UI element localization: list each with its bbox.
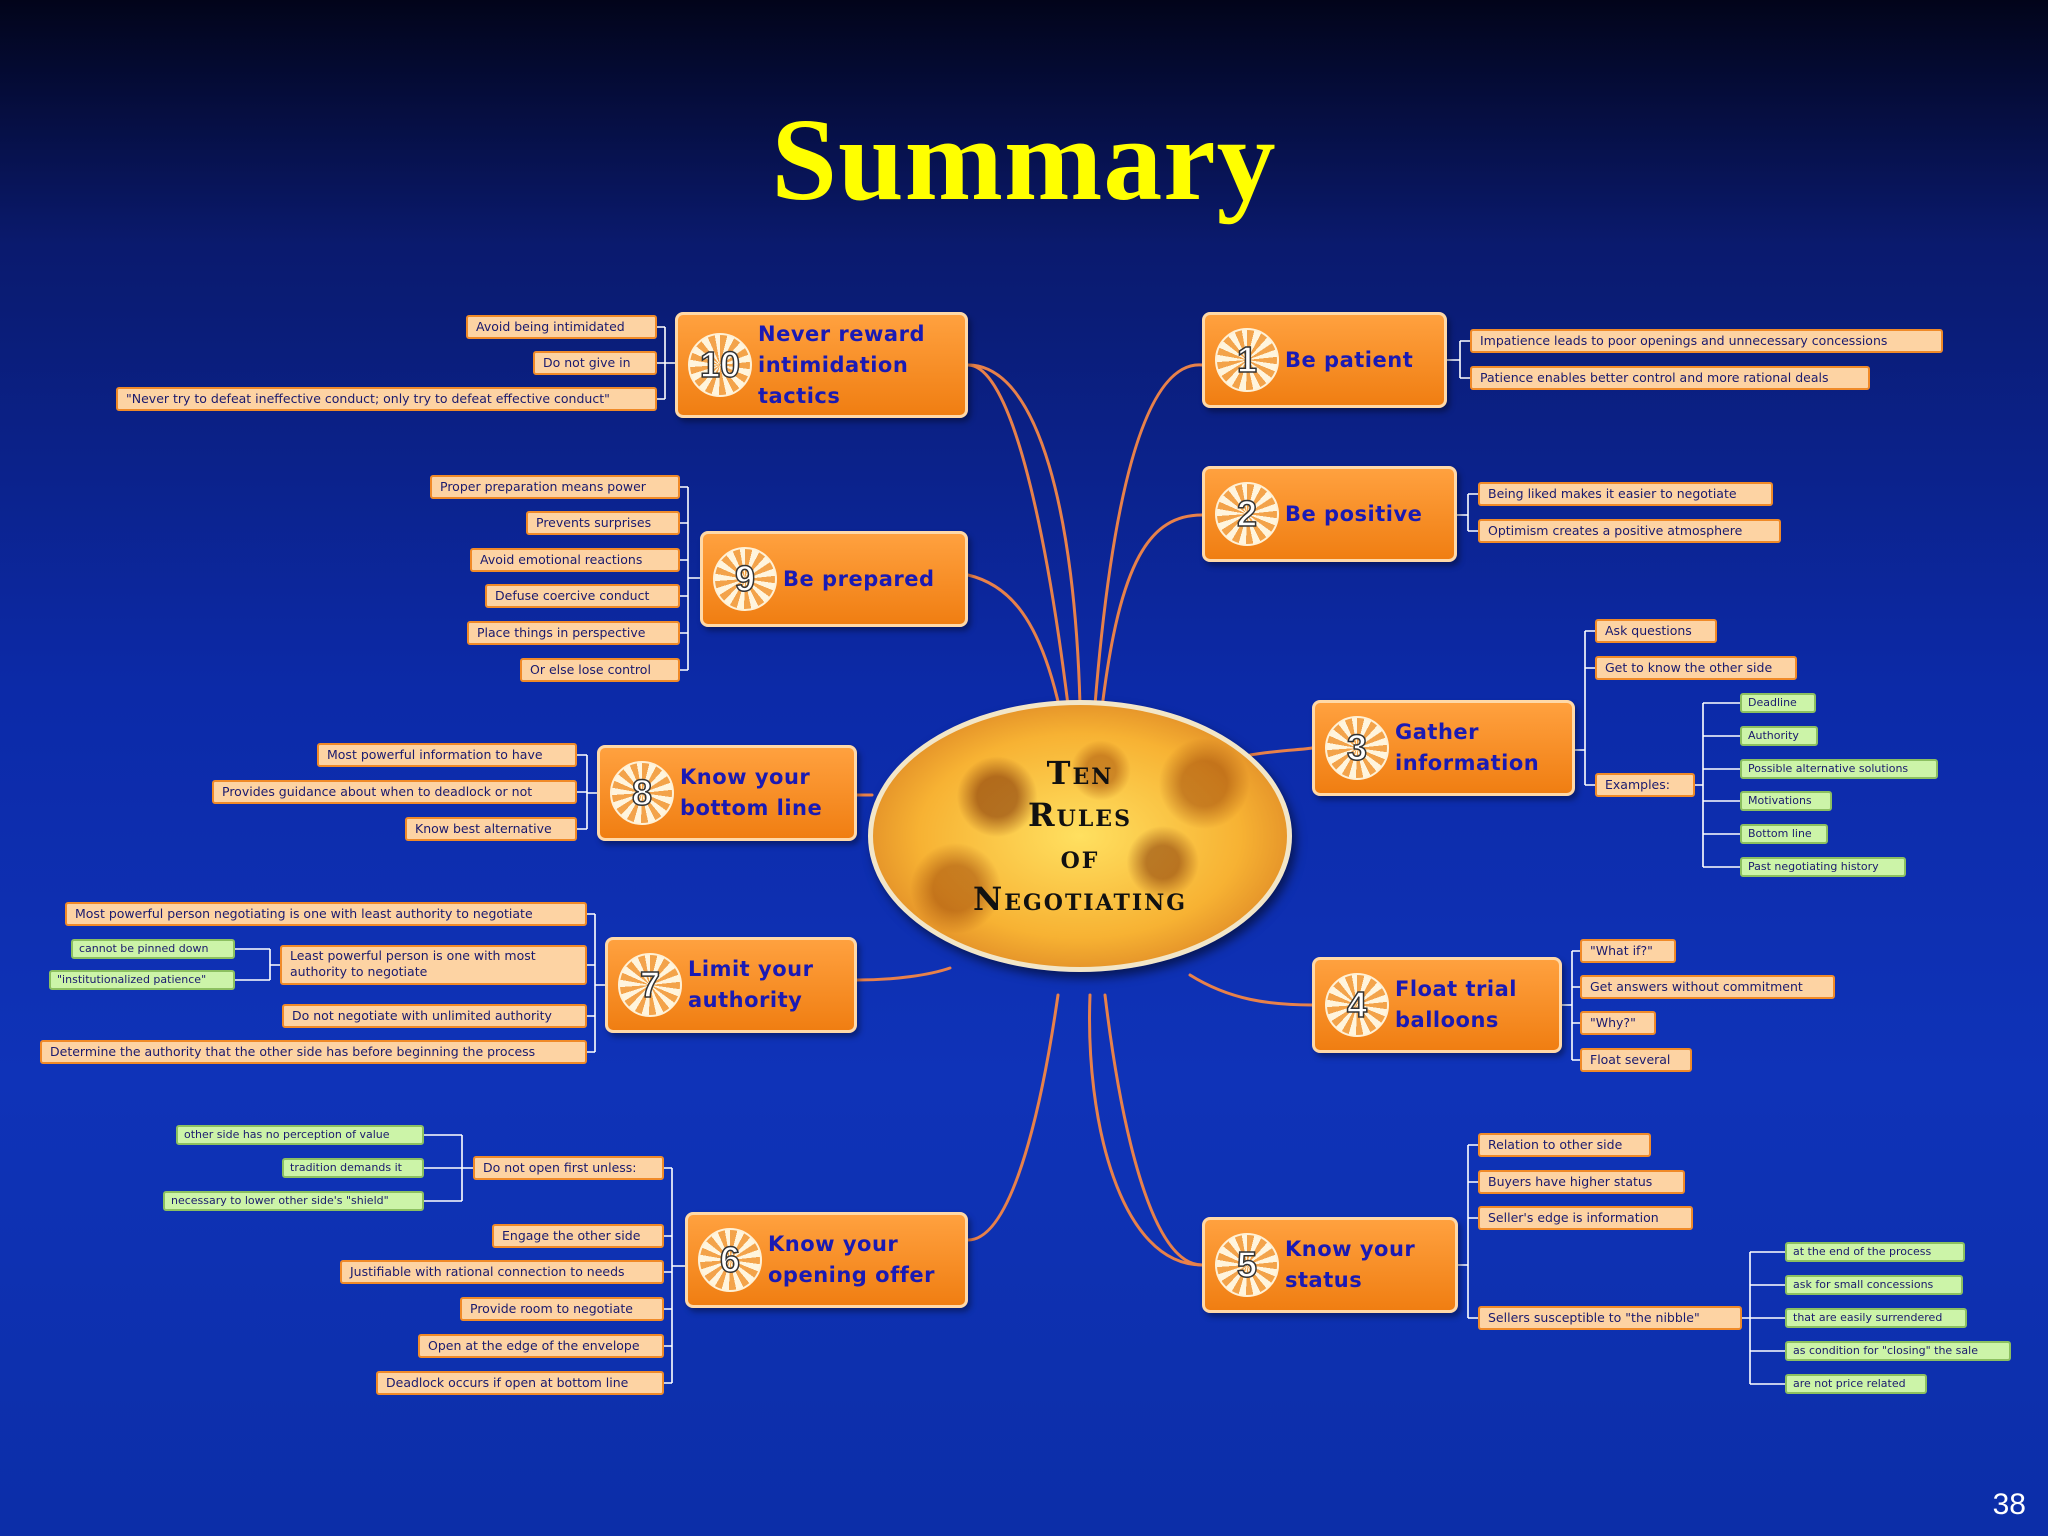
rule-6-item-3: Justifiable with rational connection to … <box>340 1260 664 1284</box>
nibble-item: that are easily surrendered <box>1785 1308 1967 1328</box>
nibble-item: at the end of the process <box>1785 1242 1965 1262</box>
rule-6-label-line-1: Know your <box>768 1232 899 1256</box>
rule-6-label-line-2: opening offer <box>768 1263 935 1287</box>
rule-2-item-2: Optimism creates a positive atmosphere <box>1478 519 1781 543</box>
rule-10-item-3: "Never try to defeat ineffective conduct… <box>116 387 657 411</box>
rule-9-item-6: Or else lose control <box>520 658 680 682</box>
slide-title: Summary <box>771 94 1277 225</box>
rule-10-label-line-2: intimidation <box>758 352 909 377</box>
center-line-3: of <box>1060 838 1100 876</box>
rule-5-label-line-2: status <box>1285 1268 1363 1292</box>
rule-node-8: 8 Know your bottom line <box>597 745 857 841</box>
center-topic: Ten Rules of Negotiating <box>868 700 1292 972</box>
example-item: Motivations <box>1740 791 1832 811</box>
rule-9-item-3: Avoid emotional reactions <box>470 548 680 572</box>
rule-4-label-line-1: Float trial <box>1395 977 1517 1001</box>
rule-6-item-4: Provide room to negotiate <box>460 1297 664 1321</box>
number-badge-icon: 9 <box>713 547 777 611</box>
rule-3-item-1: Ask questions <box>1595 619 1717 643</box>
rule-7-item-2: Least powerful person is one with most a… <box>280 945 587 985</box>
rule-10-item-1: Avoid being intimidated <box>466 315 657 339</box>
number-badge-icon: 2 <box>1215 482 1279 546</box>
unless-item: tradition demands it <box>282 1158 424 1178</box>
page-number: 38 <box>1992 1488 2026 1521</box>
rule-4-item-4: Float several <box>1580 1048 1692 1072</box>
rule-8-label-line-1: Know your <box>680 765 811 789</box>
rule-9-label: Be prepared <box>783 566 935 591</box>
rule-2-item-1: Being liked makes it easier to negotiate <box>1478 482 1773 506</box>
rule-node-7: 7 Limit your authority <box>605 937 857 1033</box>
rule-7-item-4: Determine the authority that the other s… <box>40 1040 587 1064</box>
nibble-item: are not price related <box>1785 1374 1927 1394</box>
rule-5-label-line-1: Know your <box>1285 1237 1416 1261</box>
rule-node-4: 4 Float trial balloons <box>1312 957 1562 1053</box>
rule-8-item-3: Know best alternative <box>405 817 577 841</box>
rule-node-6: 6 Know your opening offer <box>685 1212 968 1308</box>
example-item: Bottom line <box>1740 824 1828 844</box>
rule-8-item-2: Provides guidance about when to deadlock… <box>212 780 577 804</box>
rule-4-item-1: "What if?" <box>1580 939 1676 963</box>
rule-3-label-line-1: Gather <box>1395 720 1479 744</box>
rule-4-item-2: Get answers without commitment <box>1580 975 1835 999</box>
number-badge-icon: 1 <box>1215 328 1279 392</box>
rule-7-item-3: Do not negotiate with unlimited authorit… <box>282 1004 587 1028</box>
example-item: Possible alternative solutions <box>1740 759 1938 779</box>
rule-3-label-line-2: information <box>1395 751 1540 775</box>
rule-3-item-2: Get to know the other side <box>1595 656 1797 680</box>
rule-8-item-1: Most powerful information to have <box>317 743 577 767</box>
rule-node-1: 1 Be patient <box>1202 312 1447 408</box>
rule-9-item-4: Defuse coercive conduct <box>485 584 680 608</box>
rule-node-10: 10 Never reward intimidation tactics <box>675 312 968 418</box>
rule-10-label-line-3: tactics <box>758 383 841 408</box>
nibble-item: ask for small concessions <box>1785 1275 1963 1295</box>
rule-5-item-2: Buyers have higher status <box>1478 1170 1685 1194</box>
rule-6-item-6: Deadlock occurs if open at bottom line <box>376 1371 664 1395</box>
center-line-4: Negotiating <box>972 880 1188 918</box>
rule-2-label: Be positive <box>1285 501 1423 526</box>
number-badge-icon: 4 <box>1325 973 1389 1037</box>
unless-item: necessary to lower other side's "shield" <box>163 1191 424 1211</box>
number-badge-icon: 3 <box>1325 716 1389 780</box>
rule-1-item-2: Patience enables better control and more… <box>1470 366 1870 390</box>
rule-node-3: 3 Gather information <box>1312 700 1575 796</box>
rule-10-label-line-1: Never reward <box>758 321 925 346</box>
number-badge-icon: 5 <box>1215 1233 1279 1297</box>
unless-item: other side has no perception of value <box>176 1125 424 1145</box>
nibble-item: as condition for "closing" the sale <box>1785 1341 2011 1361</box>
rule-5-item-3: Seller's edge is information <box>1478 1206 1693 1230</box>
center-line-2: Rules <box>1028 796 1132 834</box>
example-item: Authority <box>1740 726 1818 746</box>
rule-5-item-4: Sellers susceptible to "the nibble" <box>1478 1306 1742 1330</box>
number-badge-icon: 10 <box>688 333 752 397</box>
rule-node-5: 5 Know your status <box>1202 1217 1458 1313</box>
center-line-1: Ten <box>1046 754 1114 792</box>
number-badge-icon: 7 <box>618 953 682 1017</box>
least-item: "institutionalized patience" <box>49 970 235 990</box>
number-badge-icon: 6 <box>698 1228 762 1292</box>
rule-8-label-line-2: bottom line <box>680 796 823 820</box>
rule-9-item-1: Proper preparation means power <box>430 475 680 499</box>
rule-1-item-1: Impatience leads to poor openings and un… <box>1470 329 1943 353</box>
rule-9-item-2: Prevents surprises <box>526 511 680 535</box>
rule-6-item-1: Do not open first unless: <box>473 1156 664 1180</box>
rule-6-item-2: Engage the other side <box>492 1224 664 1248</box>
rule-9-item-5: Place things in perspective <box>467 621 680 645</box>
rule-3-item-3: Examples: <box>1595 773 1695 797</box>
example-item: Deadline <box>1740 693 1816 713</box>
rule-4-item-3: "Why?" <box>1580 1011 1656 1035</box>
rule-10-item-2: Do not give in <box>533 351 657 375</box>
rule-7-label-line-1: Limit your <box>688 957 814 981</box>
number-badge-icon: 8 <box>610 761 674 825</box>
rule-7-label-line-2: authority <box>688 988 803 1012</box>
least-item: cannot be pinned down <box>71 939 235 959</box>
rule-5-item-1: Relation to other side <box>1478 1133 1651 1157</box>
rule-6-item-5: Open at the edge of the envelope <box>418 1334 664 1358</box>
rule-node-2: 2 Be positive <box>1202 466 1457 562</box>
example-item: Past negotiating history <box>1740 857 1906 877</box>
rule-4-label-line-2: balloons <box>1395 1008 1499 1032</box>
rule-7-item-1: Most powerful person negotiating is one … <box>65 902 587 926</box>
rule-node-9: 9 Be prepared <box>700 531 968 627</box>
rule-1-label: Be patient <box>1285 347 1414 372</box>
